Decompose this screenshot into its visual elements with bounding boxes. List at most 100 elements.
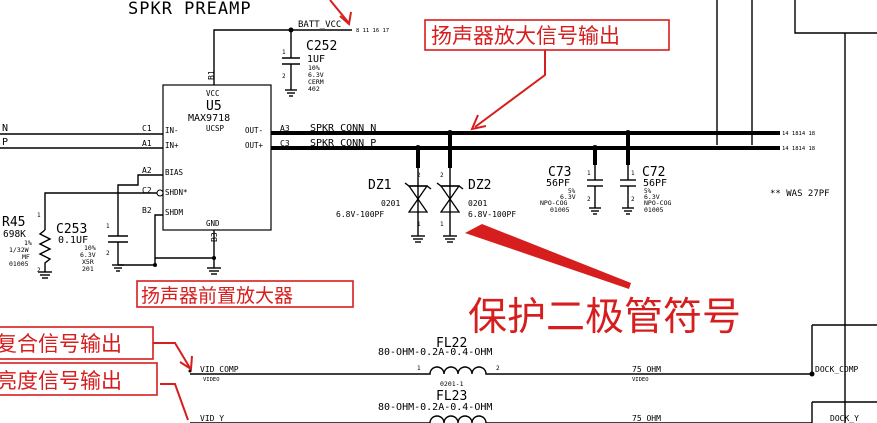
- c73-tol: 5%: [568, 188, 576, 195]
- c253-value: 0.1UF: [58, 235, 88, 246]
- dz1-diode: 2 1 DZ1 0201 6.8V-100PF: [336, 148, 432, 243]
- was-27pf-note: ** WAS 27PF: [770, 189, 830, 199]
- bias-network: R45 1 698K 1% 1/32W MF 01005 2 C253 0.1U…: [2, 174, 221, 279]
- sheet-title: SPKR PREAMP: [128, 0, 252, 19]
- annotation-composite-text: 复合信号输出: [0, 332, 122, 356]
- u5-part: MAX9718: [188, 113, 230, 124]
- r45-power: 1/32W: [9, 246, 29, 254]
- batt-vcc-pages: 8 11 16 17: [356, 28, 389, 34]
- fl23-value: 80-OHM-0.2A-0.4-OHM: [378, 402, 492, 413]
- speaker-output-buses: SPKR_CONN_N SPKR_CONN_P 14 1814 18 14 18…: [271, 123, 815, 152]
- r45-pin1: 1: [37, 212, 41, 219]
- c252-type: CERM: [308, 78, 324, 86]
- u5-ic: VCC U5 MAX9718 UCSP IN- IN+ BIAS SHDN* S…: [142, 84, 290, 242]
- annotation-spkr-out-text: 扬声器放大信号输出: [431, 24, 620, 48]
- c252-value: 1UF: [307, 54, 325, 65]
- c72-pin1: 1: [631, 170, 635, 177]
- video-section: VID_COMP VIDEO 75_OHM VIDEO DOCK_COMP FL…: [188, 336, 859, 423]
- batt-vcc-label: BATT_VCC: [298, 20, 341, 30]
- fl22-pkg: 0201-1: [440, 380, 464, 388]
- u5-out-plus: OUT+: [245, 141, 264, 150]
- u5-in-minus: IN-: [165, 126, 179, 135]
- fl22-ref: FL22: [436, 336, 467, 351]
- vid-comp-label: VID_COMP: [200, 365, 239, 374]
- c253-pin2: 2: [106, 250, 110, 257]
- u5-ref: U5: [206, 99, 222, 114]
- batt-vcc-net: BATT_VCC 8 11 16 17 B1: [207, 20, 389, 85]
- c73-pin2: 2: [587, 196, 591, 203]
- c253-tol: 10%: [84, 244, 96, 252]
- pin-a3: A3: [280, 124, 290, 133]
- c252-pkg: 402: [308, 85, 320, 93]
- c72-value: 56PF: [643, 178, 667, 189]
- pin-c3: C3: [280, 139, 290, 148]
- dz1-pkg: 0201: [381, 199, 400, 208]
- pin-c1: C1: [142, 124, 152, 133]
- pin-c2: C2: [142, 186, 152, 195]
- dz1-pin2: 2: [417, 172, 421, 179]
- dock-comp-label: DOCK_COMP: [815, 365, 859, 374]
- batt-vcc-arrowhead: [339, 11, 352, 26]
- dz1-pin1: 1: [417, 221, 421, 228]
- c252-ref: C252: [306, 39, 337, 54]
- dock-y-label: DOCK_Y: [830, 414, 859, 423]
- r45-pin2: 2: [37, 267, 41, 274]
- c72-type: NPO-COG: [644, 199, 671, 207]
- c252-pin1: 1: [282, 49, 286, 56]
- annotation-diode-text: 保护二极管符号: [468, 295, 741, 340]
- c253-volt: 6.3V: [80, 251, 96, 259]
- u5-in-plus: IN+: [165, 141, 179, 150]
- r45-value: 698K: [3, 229, 26, 240]
- r45-ref: R45: [2, 215, 25, 230]
- dz2-ref: DZ2: [468, 178, 491, 193]
- u5-out-minus: OUT-: [245, 126, 263, 135]
- fl22-pin2: 2: [496, 365, 500, 372]
- u5-pkg: UCSP: [206, 124, 225, 133]
- r45-type: MF: [22, 253, 30, 261]
- dz1-rating: 6.8V-100PF: [336, 210, 384, 219]
- spkr-n-label: SPKR_CONN_N: [310, 123, 376, 134]
- dz2-rating: 6.8V-100PF: [468, 210, 516, 219]
- fl22-pin1: 1: [417, 365, 421, 372]
- annotation-preamp: 扬声器前置放大器: [136, 280, 354, 308]
- u5-vcc-label: VCC: [206, 89, 220, 98]
- pin-b1: B1: [207, 70, 216, 80]
- batt-vcc-arrow: [329, 0, 349, 23]
- c72-tol: 5%: [644, 188, 652, 195]
- pin-a1: A1: [142, 139, 152, 148]
- c252-volt: 6.3V: [308, 71, 324, 79]
- c73-capacitor: 1 2 C73 56PF 5% 6.3V NPO-COG 01005: [540, 148, 603, 215]
- spkr-n-pages: 14 1814 18: [782, 131, 815, 137]
- dz1-ref: DZ1: [368, 178, 391, 193]
- ohm75-sub: VIDEO: [632, 377, 649, 383]
- annotation-spkr-out: 扬声器放大信号输出: [424, 19, 670, 131]
- vid-y-label: VID_Y: [200, 414, 224, 423]
- c73-value: 56PF: [546, 178, 570, 189]
- fl22-value: 80-OHM-0.2A-0.4-OHM: [378, 347, 492, 358]
- annotation-diode: 保护二极管符号: [465, 224, 741, 340]
- annotation-preamp-text: 扬声器前置放大器: [141, 285, 293, 307]
- annotation-luma-text: 亮度信号输出: [0, 369, 122, 393]
- ohm75-label-2: 75_OHM: [632, 414, 661, 423]
- left-net-n: N: [2, 123, 8, 134]
- left-net-p: P: [2, 137, 8, 148]
- spkr-p-pages: 14 1814 18: [782, 146, 815, 152]
- dz2-pin1: 1: [440, 221, 444, 228]
- u5-shdm: SHDM: [165, 208, 184, 217]
- pin-b2: B2: [142, 206, 152, 215]
- c73-pin1: 1: [587, 170, 591, 177]
- dz2-pkg: 0201: [468, 199, 487, 208]
- pin-a2: A2: [142, 166, 152, 175]
- c73-type: NPO-COG: [540, 199, 567, 207]
- input-lines: N P: [0, 123, 163, 149]
- fl23-ref: FL23: [436, 389, 467, 404]
- annotation-composite: 复合信号输出: [0, 326, 193, 371]
- ohm75-label: 75_OHM: [632, 365, 661, 374]
- u5-bias: BIAS: [165, 168, 184, 177]
- annotation-luma: 亮度信号输出: [0, 362, 189, 421]
- r45-tol: 1%: [24, 239, 32, 247]
- vid-comp-sub: VIDEO: [203, 377, 220, 383]
- r45-pkg: 01005: [9, 260, 29, 268]
- c72-pkg: 01005: [644, 206, 664, 214]
